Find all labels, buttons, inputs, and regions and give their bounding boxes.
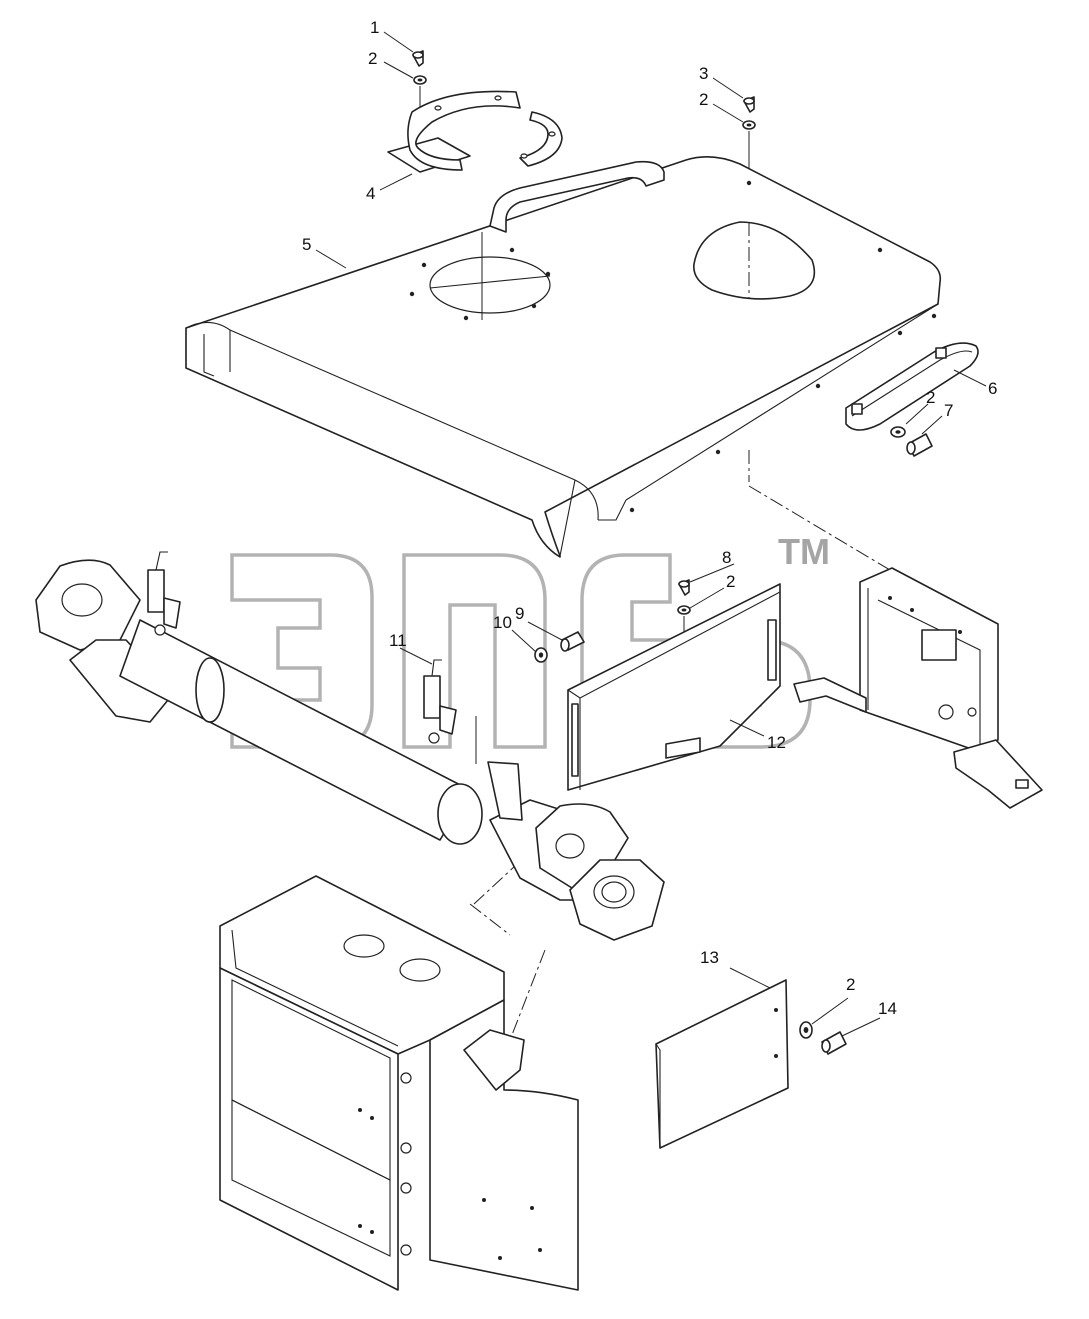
callout-2: 2 <box>699 90 708 109</box>
callout-14: 14 <box>878 999 897 1018</box>
support-bracket <box>793 567 1043 809</box>
washer-2-right <box>742 120 756 130</box>
callout-12: 12 <box>767 733 786 752</box>
grab-handle-6 <box>845 342 979 431</box>
bolt-8 <box>678 579 690 596</box>
callout-1: 1 <box>370 18 379 37</box>
callout-10: 10 <box>493 613 512 632</box>
callout-5: 5 <box>302 235 311 254</box>
lower-housing <box>219 875 579 1291</box>
callout-6: 6 <box>988 379 997 398</box>
callout-2: 2 <box>726 572 735 591</box>
hood-cover-5 <box>185 156 942 558</box>
bolt-1 <box>412 50 424 67</box>
callout-13: 13 <box>700 948 719 967</box>
callout-2: 2 <box>926 388 935 407</box>
bolt-3 <box>743 96 755 113</box>
shield-panel-12 <box>567 583 781 791</box>
callout-8: 8 <box>722 548 731 567</box>
bolt-7 <box>906 433 933 457</box>
callout-4: 4 <box>366 184 375 203</box>
callout-3: 3 <box>699 64 708 83</box>
washer-10 <box>534 647 548 663</box>
washer-2-handle <box>890 426 906 438</box>
callout-9: 9 <box>515 604 524 623</box>
watermark-trademark: TM <box>778 531 830 572</box>
callout-leaders <box>315 31 987 1037</box>
mounting-ring-4 <box>387 90 563 173</box>
bolt-9 <box>560 631 585 652</box>
drive-shaft-assembly <box>35 551 665 941</box>
washer-2-cover <box>799 1021 813 1039</box>
bolt-14 <box>821 1031 847 1055</box>
washer-2-panel <box>677 605 691 615</box>
callout-2: 2 <box>846 975 855 994</box>
latch-11 <box>423 659 457 744</box>
callout-11: 11 <box>389 631 407 650</box>
callout-7: 7 <box>944 401 953 420</box>
cover-plate-13 <box>655 979 789 1149</box>
callout-2: 2 <box>368 49 377 68</box>
washer-2-top <box>413 75 427 85</box>
